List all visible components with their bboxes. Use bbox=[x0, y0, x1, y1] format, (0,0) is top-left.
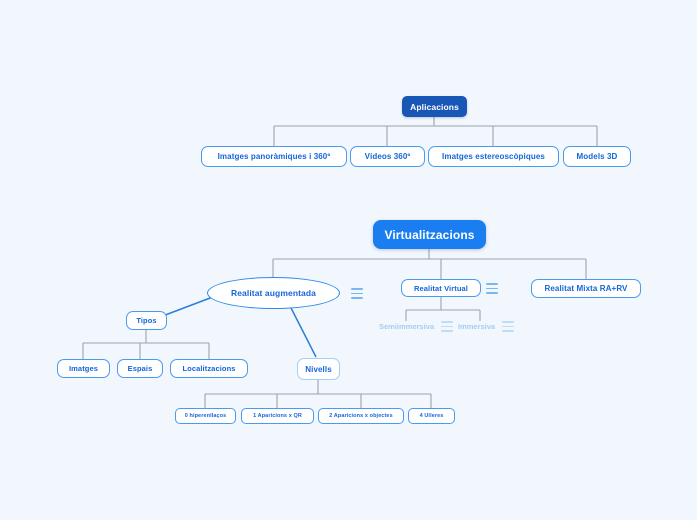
menu-bar bbox=[441, 330, 454, 332]
node-realitat-augmentada[interactable]: Realitat augmentada bbox=[207, 277, 340, 309]
node-imatges-panoramiques-label: Imatges panoràmiques i 360º bbox=[217, 152, 331, 161]
hamburger-menu-icon[interactable] bbox=[502, 321, 515, 332]
node-aplicacions-label: Aplicacions bbox=[410, 101, 459, 112]
node-nivell-1-label: 1 Aparicions x QR bbox=[253, 413, 302, 419]
node-videos-360-label: Vídeos 360º bbox=[364, 152, 411, 161]
node-nivell-4-label: 4 Ulleres bbox=[419, 413, 444, 419]
node-imatges-panoramiques[interactable]: Imatges panoràmiques i 360º bbox=[201, 146, 347, 167]
node-videos-360[interactable]: Vídeos 360º bbox=[350, 146, 425, 167]
node-tipos-label: Tipos bbox=[136, 316, 157, 325]
node-localitzacions-label: Localitzacions bbox=[182, 364, 236, 373]
menu-bar bbox=[351, 297, 363, 299]
node-immersiva[interactable]: Immersiva bbox=[458, 321, 515, 332]
menu-bar bbox=[351, 292, 363, 295]
node-espais[interactable]: Espais bbox=[117, 359, 163, 378]
node-nivell-2[interactable]: 2 Aparicions x objectes bbox=[318, 408, 404, 424]
node-realitat-virtual-label: Realitat Virtual bbox=[414, 283, 468, 293]
menu-bar bbox=[502, 325, 515, 328]
node-realitat-augmentada-label: Realitat augmentada bbox=[230, 288, 317, 298]
node-tipos[interactable]: Tipos bbox=[126, 311, 167, 330]
node-aplicacions[interactable]: Aplicacions bbox=[402, 96, 467, 117]
hamburger-menu-icon[interactable] bbox=[351, 288, 363, 299]
node-immersiva-label: Immersiva bbox=[458, 322, 496, 331]
node-models-3d[interactable]: Models 3D bbox=[563, 146, 631, 167]
node-espais-label: Espais bbox=[127, 364, 153, 373]
node-imatges-estereoscopiques[interactable]: Imatges estereoscòpiques bbox=[428, 146, 559, 167]
node-realitat-mixta-label: Realitat Mixta RA+RV bbox=[544, 284, 628, 293]
node-realitat-virtual[interactable]: Realitat Virtual bbox=[401, 279, 481, 297]
hamburger-menu-icon[interactable] bbox=[441, 321, 454, 332]
menu-bar bbox=[441, 321, 454, 323]
edge-ra-to-nivells bbox=[287, 301, 317, 358]
node-nivell-1[interactable]: 1 Aparicions x QR bbox=[241, 408, 314, 424]
node-virtualitzacions-label: Virtualitzacions bbox=[384, 227, 475, 242]
node-nivell-2-label: 2 Aparicions x objectes bbox=[329, 413, 393, 419]
menu-bar bbox=[502, 330, 515, 332]
node-imatges[interactable]: Imatges bbox=[57, 359, 110, 378]
node-semiimmersiva-label: Semiimmersiva bbox=[379, 322, 435, 331]
node-virtualitzacions[interactable]: Virtualitzacions bbox=[373, 220, 486, 249]
menu-bar bbox=[441, 325, 454, 328]
menu-bar bbox=[486, 292, 498, 294]
node-nivell-0-label: 0 hiperenllaços bbox=[184, 413, 227, 419]
edge-ra-to-tipos bbox=[159, 294, 219, 318]
menu-bar bbox=[351, 288, 363, 290]
node-localitzacions[interactable]: Localitzacions bbox=[170, 359, 248, 378]
node-nivells-label: Nivells bbox=[305, 364, 332, 374]
node-imatges-estereoscopiques-label: Imatges estereoscòpiques bbox=[442, 152, 545, 161]
menu-bar bbox=[502, 321, 515, 323]
node-semiimmersiva[interactable]: Semiimmersiva bbox=[379, 321, 454, 332]
node-nivells[interactable]: Nivells bbox=[297, 358, 340, 380]
menu-bar bbox=[486, 287, 498, 290]
menu-bar bbox=[486, 283, 498, 285]
node-nivell-4[interactable]: 4 Ulleres bbox=[408, 408, 455, 424]
node-models-3d-label: Models 3D bbox=[576, 152, 618, 161]
node-realitat-mixta[interactable]: Realitat Mixta RA+RV bbox=[531, 279, 641, 298]
hamburger-menu-icon[interactable] bbox=[486, 283, 498, 294]
node-imatges-label: Imatges bbox=[68, 364, 99, 373]
node-nivell-0[interactable]: 0 hiperenllaços bbox=[175, 408, 236, 424]
